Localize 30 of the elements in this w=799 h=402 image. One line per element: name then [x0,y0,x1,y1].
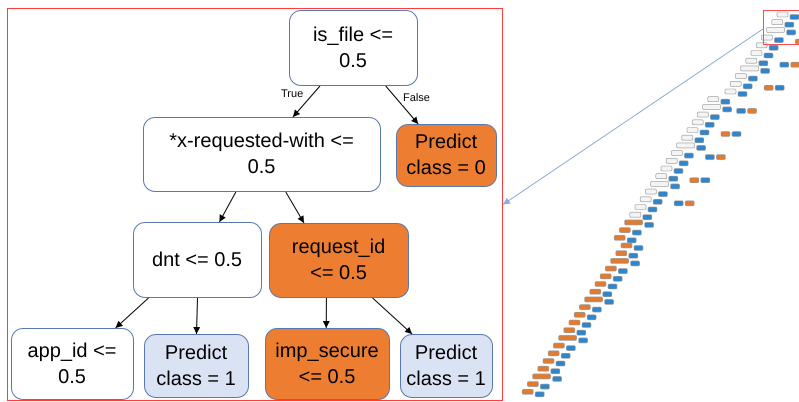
edge-label: False [402,92,431,106]
split-node [268,222,408,298]
split-node [288,10,418,86]
node-label: Predict class = 0 [405,130,487,181]
leaf-node [144,334,248,398]
node-label: dnt <= 0.5 [152,248,242,272]
arrow [292,86,320,118]
node-label: imp_secure <= 0.5 [274,338,380,390]
highlight-rectangle [763,10,799,45]
arrow [385,86,419,124]
arrow [218,192,236,222]
split-node [142,116,380,192]
node-label: app_id <= 0.5 [26,338,118,390]
leaf-node [400,334,492,398]
arrow [322,298,330,328]
arrow [115,298,149,328]
split-node [396,124,496,186]
node-label: Predict class = 1 [405,340,487,392]
node-label: is_file <= 0.5 [312,22,394,74]
arrow [285,192,304,224]
node-label: *x-requested-with <= 0.5 [168,129,355,180]
node-label: Predict class = 1 [155,340,237,392]
split-node [132,222,262,298]
arrow [372,298,413,334]
split-node [10,328,134,400]
arrow [193,298,200,334]
arrow [502,28,764,205]
zoom-frame [7,8,503,401]
node-label: request_id <= 0.5 [290,235,386,286]
split-node [264,328,390,400]
